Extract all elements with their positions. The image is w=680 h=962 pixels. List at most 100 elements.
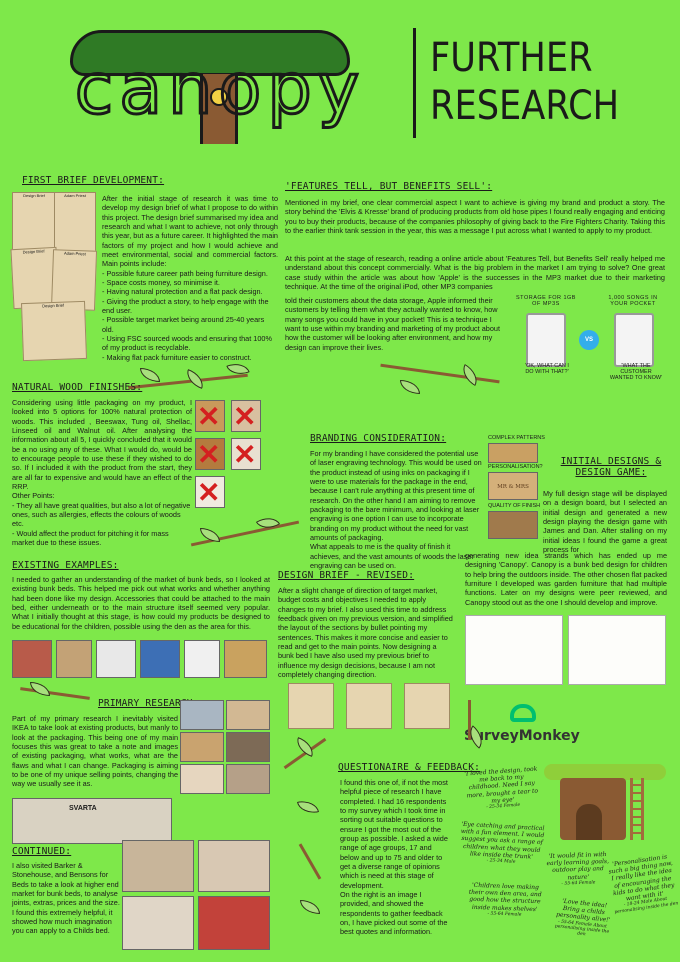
vine-branch [468,700,471,740]
ipod-device [614,313,654,367]
right-question: 'WHAT THE CUSTOMER WANTED TO KNOW' [609,363,663,381]
vine-branch [298,843,322,880]
features-para1: Mentioned in my brief, one clear commerc… [285,198,665,235]
bunk-bed-photo [224,640,267,678]
finish-photo [195,476,225,508]
packaging-photo [180,700,224,730]
storage-device [526,313,566,367]
primary-gallery [180,700,270,865]
list-item: - Making flat pack furniture easier to c… [102,352,252,362]
finish-photo [231,438,261,470]
initial-designs-body-a: My full design stage will be displayed o… [543,489,667,554]
list-item: - Space costs money, so minimise it. [102,277,220,287]
brief-revised-body: After a slight change of direction of ta… [278,586,453,679]
brief-sheet: Adam Priest [54,192,96,252]
revised-brief-sheet [346,683,392,729]
list-item: - Giving the product a story, to help en… [102,296,269,315]
questionnaire-body1: I found this one of, if not the most hel… [340,778,448,890]
primary-heading: PRIMARY RESEARCH: [98,698,199,709]
label-personalisation: PERSONALISATION? [488,464,543,470]
bunk-bed-photo [184,640,220,678]
first-brief-sheets: Design Brief Adam Priest Design Brief Ad… [10,192,98,362]
finish-photo [195,438,225,470]
packaging-photo [180,764,224,794]
continued-body: I also visited Barker & Stonehouse, and … [12,861,120,936]
vs-badge: VS [579,330,599,350]
initial-designs-heading-line2: DESIGN GAME: [575,467,647,478]
first-brief-body: After the initial stage of research it w… [102,194,278,269]
bunk-bed-photo [96,640,136,678]
quote-text: 'I loved the design, took me back to my … [464,765,539,805]
bunk-bed-render [540,760,670,850]
list-item: - Possible target market being around 25… [102,315,265,334]
initial-designs-body-b: generating new idea strands which has en… [465,551,667,607]
showroom-photo [198,840,270,892]
bunk-bed-photo [140,640,180,678]
packaging-photo [226,764,270,794]
cross-icon: ✕ [197,477,221,508]
revised-brief-sheet [288,683,334,729]
bunk-bed-photo [56,640,92,678]
list-item: - Having natural protection and a flat p… [102,287,263,297]
showroom-photo [198,896,270,950]
quote-text: 'Children love making their own den area… [468,881,542,913]
surveymonkey-wordmark: SurveyMonkey [464,728,580,744]
quote-1: 'I loved the design, took me back to my … [463,765,542,812]
render-canopy [544,764,666,780]
header: canopy FURTHER RESEARCH [0,0,680,160]
natural-wood-heading: NATURAL WOOD FINISHES: [12,382,143,393]
render-door [576,804,602,840]
page-title-line2: RESEARCH [430,83,620,129]
branding-body1: For my branding I have considered the po… [310,449,482,542]
cross-icon: ✕ [233,401,257,432]
quality-photo [488,511,538,539]
leaf-icon [400,380,420,394]
brief-sheet: Design Brief [21,300,87,362]
first-brief-heading: FIRST BRIEF DEVELOPMENT: [22,175,165,186]
svarta-box-photo: SVARTA [12,798,172,844]
cross-icon: ✕ [233,439,257,470]
label-patterns: COMPLEX PATTERNS [488,435,545,441]
features-para2b: told their customers about the data stor… [285,296,500,352]
continued-gallery [122,840,270,950]
quote-text: 'Personalisation is such a big thing now… [608,853,675,903]
render-ladder [630,778,644,840]
existing-gallery [12,640,267,678]
list-item: - Possible future career path being furn… [102,268,268,278]
brief-revised-heading: DESIGN BRIEF - REVISED: [278,570,415,581]
songs-label: 1,000 SONGS IN YOUR POCKET [608,295,658,307]
cross-icon: ✕ [197,439,221,470]
natural-wood-text: Considering using little packaging on my… [12,398,192,547]
logo-wordmark: canopy [73,47,366,132]
quote-2: 'Eye catching and practical with a fun e… [457,821,547,867]
list-item: - Using FSC sourced woods and ensuring t… [102,333,272,353]
quote-6: 'Personalisation is such a big thing now… [607,853,680,916]
logo-trunk [200,74,238,144]
leaf-icon [300,900,320,914]
showroom-photo [122,896,194,950]
list-item: - They all have great qualities, but als… [12,500,191,529]
bunk-bed-photo [12,640,52,678]
branding-body2: What appeals to me is the quality of fin… [310,542,474,570]
surveymonkey-icon [510,704,536,722]
finish-photo [195,400,225,432]
list-item: - Would affect the product for pitching … [12,528,169,547]
design-sketch-right [568,615,666,685]
quote-text: 'Eye catching and practical with a fun e… [460,820,545,861]
existing-heading: EXISTING EXAMPLES: [12,560,119,571]
quote-3: 'It would fit in with early learning goa… [544,851,611,887]
features-heading: 'FEATURES TELL, BUT BENEFITS SELL': [285,181,493,192]
leaf-icon [296,798,320,816]
storage-label: STORAGE FOR 1GB OF MP3S [516,295,576,307]
packaging-photo [226,732,270,762]
quote-4: 'Children love making their own den area… [465,882,544,919]
svarta-label: SVARTA [69,805,97,812]
natural-wood-other-title: Other Points: [12,491,55,501]
leaf-icon [30,682,50,696]
cross-icon: ✕ [197,401,221,432]
pattern-photo [488,443,538,463]
initial-designs-heading: INITIAL DESIGNS & DESIGN GAME: [556,456,666,478]
quote-text: 'It would fit in with early learning goa… [546,850,610,881]
questionnaire-body2: On the right is an image I provided, and… [340,889,448,937]
packaging-photo [226,700,270,730]
